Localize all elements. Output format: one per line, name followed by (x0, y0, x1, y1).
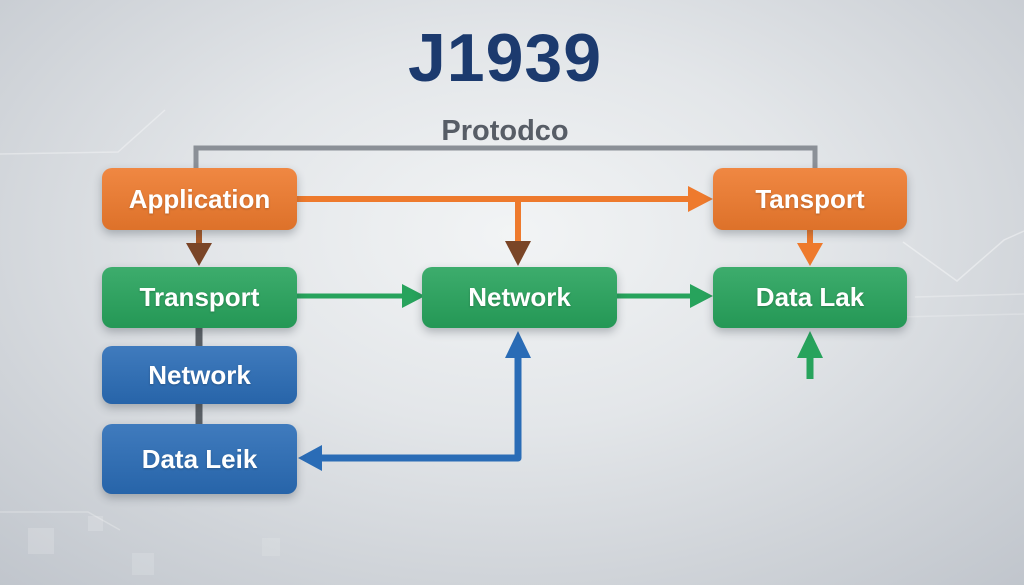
arrowhead-into-network-left-side (402, 284, 425, 308)
circuit-square-decoration (262, 538, 280, 556)
edge-gray-top-bracket (193, 145, 818, 170)
node-network-left: Network (102, 346, 297, 404)
node-network-center-label: Network (468, 282, 571, 312)
circuit-line-decoration (0, 109, 166, 155)
arrowhead-into-transport (186, 243, 212, 266)
node-data-leik-label: Data Leik (141, 443, 258, 474)
arrowhead-into-datalak-top (797, 243, 823, 266)
circuit-line-decoration (902, 230, 1024, 282)
arrowhead-into-network-center-bottom (505, 331, 531, 358)
node-tansport-label: Tansport (755, 183, 865, 214)
circuit-line-decoration (897, 313, 1024, 318)
arrowhead-into-datalak-bottom (797, 331, 823, 358)
circuit-line-decoration (0, 511, 121, 531)
circuit-square-decoration (132, 553, 154, 575)
circuit-line-decoration (914, 293, 1024, 298)
node-application-label: Application (128, 183, 271, 214)
edge-bus-to-dataleik-line (322, 373, 522, 462)
node-transport-label: Transport (139, 282, 260, 312)
circuit-square-decoration (88, 516, 103, 531)
diagram-title: J1939 (407, 20, 603, 96)
circuit-square-decoration (28, 528, 54, 554)
arrowhead-into-tansport (688, 186, 713, 212)
arrowhead-into-network-center-top (505, 241, 531, 266)
diagram-subtitle: Protodco (441, 115, 569, 147)
node-network-left-label: Network (148, 359, 251, 390)
node-data-lak: Data Lak (713, 267, 907, 328)
node-application: Application (102, 168, 297, 230)
node-tansport: Tansport (713, 168, 907, 230)
node-transport: Transport (102, 267, 297, 328)
arrowhead-into-datalak-left-side (690, 284, 713, 308)
node-network-center: Network (422, 267, 617, 328)
node-data-lak-label: Data Lak (755, 282, 865, 312)
node-data-leik: Data Leik (102, 424, 297, 494)
arrowhead-into-dataleik-right-side (298, 445, 322, 471)
